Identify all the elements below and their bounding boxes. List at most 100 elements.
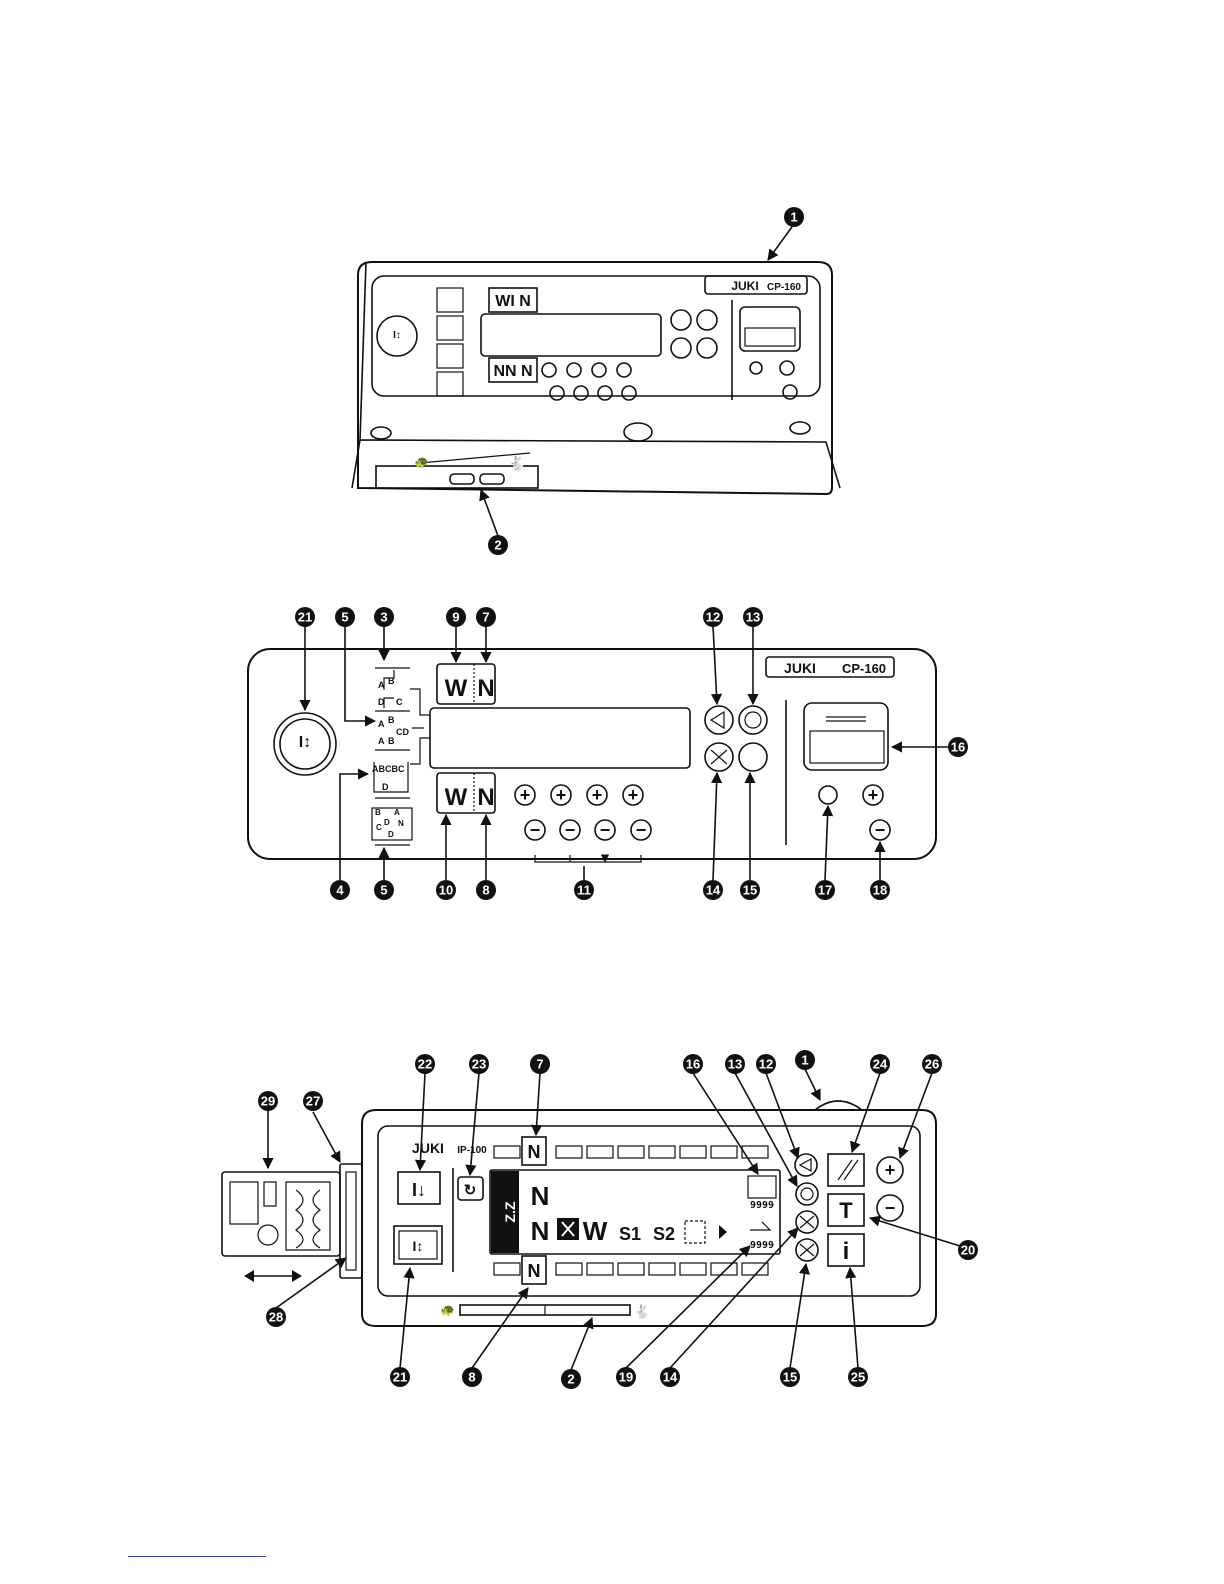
svg-text:11: 11: [577, 883, 591, 898]
svg-text:i: i: [843, 1238, 850, 1265]
svg-text:−: −: [875, 820, 886, 840]
turtle-icon: 🐢: [440, 1303, 455, 1317]
svg-text:8: 8: [468, 1370, 475, 1385]
svg-text:I↕: I↕: [299, 734, 311, 751]
svg-text:D: D: [382, 782, 389, 792]
svg-text:N: N: [531, 1181, 550, 1211]
svg-text:18: 18: [873, 883, 887, 898]
figure-2-cp160-front: I↕ AB DC AB CD AB ABCBC D BA DN CD W: [248, 607, 968, 900]
figure-3-ip100: JUKI IP-100 I↓ I↕ ↻ N N Z.Z: [222, 1050, 978, 1389]
svg-text:+: +: [556, 785, 567, 805]
svg-text:22: 22: [418, 1057, 432, 1072]
svg-text:N: N: [528, 1261, 541, 1281]
svg-text:CD: CD: [396, 727, 409, 737]
svg-text:21: 21: [298, 610, 312, 625]
svg-text:12: 12: [759, 1057, 773, 1072]
svg-text:2: 2: [494, 538, 501, 553]
svg-text:−: −: [600, 820, 611, 840]
footer-rule: [128, 1556, 266, 1557]
svg-text:+: +: [628, 785, 639, 805]
svg-text:B: B: [388, 736, 395, 746]
svg-text:4: 4: [336, 883, 344, 898]
svg-text:CP-160: CP-160: [767, 282, 801, 293]
svg-text:15: 15: [743, 883, 757, 898]
svg-text:I↕: I↕: [413, 1238, 424, 1254]
svg-text:27: 27: [306, 1094, 320, 1109]
svg-text:28: 28: [269, 1310, 283, 1325]
svg-text:C: C: [376, 823, 382, 832]
svg-text:7: 7: [482, 610, 489, 625]
svg-text:−: −: [885, 1198, 896, 1218]
svg-text:WI N: WI N: [495, 293, 531, 310]
svg-text:JUKI: JUKI: [731, 279, 758, 293]
svg-text:2: 2: [567, 1372, 574, 1387]
svg-text:T: T: [839, 1198, 853, 1223]
svg-text:19: 19: [619, 1370, 633, 1385]
svg-text:3: 3: [380, 610, 387, 625]
svg-text:S2: S2: [653, 1224, 675, 1244]
svg-text:A: A: [378, 719, 385, 729]
svg-text:15: 15: [783, 1370, 797, 1385]
svg-text:N: N: [477, 675, 494, 702]
svg-text:A: A: [394, 808, 400, 817]
svg-text:+: +: [868, 785, 879, 805]
svg-text:14: 14: [706, 883, 721, 898]
svg-text:14: 14: [663, 1370, 678, 1385]
svg-text:S1: S1: [619, 1224, 641, 1244]
svg-text:23: 23: [472, 1057, 486, 1072]
svg-text:I↓: I↓: [412, 1180, 426, 1200]
svg-text:1: 1: [790, 210, 797, 225]
svg-text:9: 9: [452, 610, 459, 625]
svg-text:N: N: [477, 784, 494, 811]
svg-text:I↕: I↕: [393, 330, 401, 341]
svg-text:1: 1: [801, 1053, 808, 1068]
svg-text:CP-160: CP-160: [842, 661, 886, 676]
svg-text:W: W: [583, 1216, 608, 1246]
svg-text:20: 20: [961, 1243, 975, 1258]
svg-text:C: C: [396, 697, 403, 707]
rabbit-icon: 🐇: [634, 1304, 650, 1319]
svg-text:+: +: [592, 785, 603, 805]
turtle-icon: 🐢: [414, 455, 429, 469]
svg-text:A: A: [378, 736, 385, 746]
svg-text:W: W: [445, 675, 468, 702]
svg-text:10: 10: [439, 883, 453, 898]
figure-1-cp160-perspective: I↕ WI N NN N JUKI CP-160: [352, 207, 840, 555]
svg-text:JUKI: JUKI: [784, 660, 816, 676]
svg-text:N: N: [528, 1142, 541, 1162]
svg-text:↻: ↻: [464, 1182, 477, 1199]
svg-text:ABCBC: ABCBC: [372, 764, 405, 774]
svg-text:29: 29: [261, 1094, 275, 1109]
svg-text:D: D: [384, 818, 390, 827]
svg-text:−: −: [565, 820, 576, 840]
svg-text:NN N: NN N: [493, 363, 532, 380]
svg-text:16: 16: [951, 740, 965, 755]
svg-text:B: B: [375, 808, 381, 817]
svg-text:26: 26: [925, 1057, 939, 1072]
svg-text:D: D: [388, 830, 394, 839]
svg-text:7: 7: [536, 1057, 543, 1072]
svg-text:B: B: [388, 715, 395, 725]
svg-text:5: 5: [341, 610, 348, 625]
svg-text:17: 17: [818, 883, 832, 898]
svg-text:JUKI: JUKI: [412, 1140, 444, 1156]
svg-text:13: 13: [728, 1057, 742, 1072]
svg-text:16: 16: [686, 1057, 700, 1072]
svg-text:+: +: [520, 785, 531, 805]
svg-text:9999: 9999: [750, 1200, 774, 1211]
svg-text:25: 25: [851, 1370, 865, 1385]
svg-text:21: 21: [393, 1370, 407, 1385]
svg-text:N: N: [531, 1216, 550, 1246]
memory-card[interactable]: [222, 1172, 340, 1256]
svg-text:+: +: [885, 1160, 896, 1180]
svg-text:8: 8: [482, 883, 489, 898]
svg-text:−: −: [530, 820, 541, 840]
svg-text:−: −: [636, 820, 647, 840]
svg-text:9999: 9999: [750, 1240, 774, 1251]
svg-text:12: 12: [706, 610, 720, 625]
svg-text:13: 13: [746, 610, 760, 625]
svg-text:N: N: [398, 819, 404, 828]
svg-text:W: W: [445, 784, 468, 811]
svg-text:24: 24: [873, 1057, 888, 1072]
